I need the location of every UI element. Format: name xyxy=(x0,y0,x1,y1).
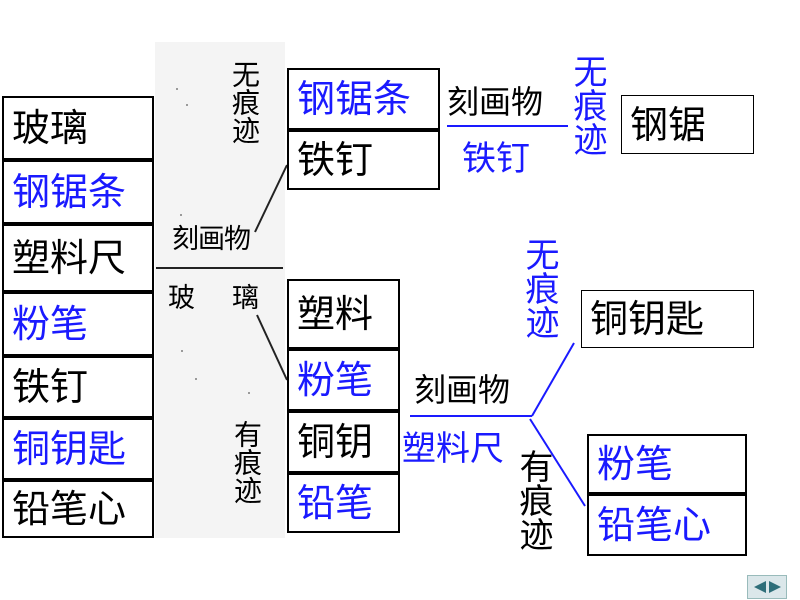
bottom-branch-has-trace-label: 有痕迹 xyxy=(513,449,553,551)
no-trace-cell-saw-blade: 钢锯条 xyxy=(287,68,440,130)
trace-cell-plastic: 塑料 xyxy=(287,279,400,349)
trace-cell-chalk: 粉笔 xyxy=(287,349,400,411)
bottom-branch-no-trace-box: 铜钥匙 xyxy=(581,290,754,348)
bottom-branch-tool-item: 塑料尺 xyxy=(402,429,504,469)
bottom-branch-down-line xyxy=(529,418,586,507)
prev-arrow-icon[interactable] xyxy=(753,581,766,593)
bottom-branch-tool-label: 刻画物 xyxy=(414,371,511,409)
no-trace-cell-iron-nail: 铁钉 xyxy=(287,130,440,190)
trace-cell-pencil: 铅笔 xyxy=(287,473,400,533)
left-cell-iron-nail: 铁钉 xyxy=(2,356,154,418)
scan-has-trace-label: 有痕迹 xyxy=(230,420,263,504)
left-cell-pencil-lead: 铅笔心 xyxy=(2,480,154,538)
scan-speck xyxy=(186,104,188,106)
top-branch-tool-item: 铁钉 xyxy=(462,139,530,179)
scan-speck xyxy=(176,88,178,90)
bottom-branch-up-line xyxy=(531,342,575,417)
scan-speck xyxy=(181,350,183,352)
scan-scratch-tool-label: 刻画物 xyxy=(172,224,251,255)
left-cell-chalk: 粉笔 xyxy=(2,292,154,356)
scan-no-trace-label: 无痕迹 xyxy=(228,60,261,144)
scan-upper-branch-line xyxy=(254,164,288,233)
next-arrow-icon[interactable] xyxy=(768,581,781,593)
top-branch-no-trace-label: 无痕迹 xyxy=(567,54,607,156)
left-cell-glass: 玻璃 xyxy=(2,96,154,160)
left-cell-saw-blade: 钢锯条 xyxy=(2,160,154,224)
scan-glass-left-char: 玻 xyxy=(168,283,195,314)
top-branch-tool-label: 刻画物 xyxy=(447,83,544,121)
scan-speck xyxy=(180,214,182,216)
trace-cell-copper: 铜钥 xyxy=(287,411,400,473)
top-branch-result-box: 钢锯 xyxy=(621,95,754,154)
trace-result-pencil-lead: 铅笔心 xyxy=(587,494,747,556)
scan-speck xyxy=(248,392,250,394)
scanned-sorting-panel xyxy=(155,42,285,538)
left-cell-plastic-ruler: 塑料尺 xyxy=(2,224,154,292)
scan-speck xyxy=(195,378,197,380)
scan-lower-branch-line xyxy=(256,314,288,381)
trace-result-chalk: 粉笔 xyxy=(587,434,747,494)
slide-nav xyxy=(747,575,787,599)
left-cell-copper-key: 铜钥匙 xyxy=(2,418,154,480)
scan-glass-right-char: 璃 xyxy=(232,283,259,314)
bottom-branch-no-trace-label: 无痕迹 xyxy=(519,237,559,339)
